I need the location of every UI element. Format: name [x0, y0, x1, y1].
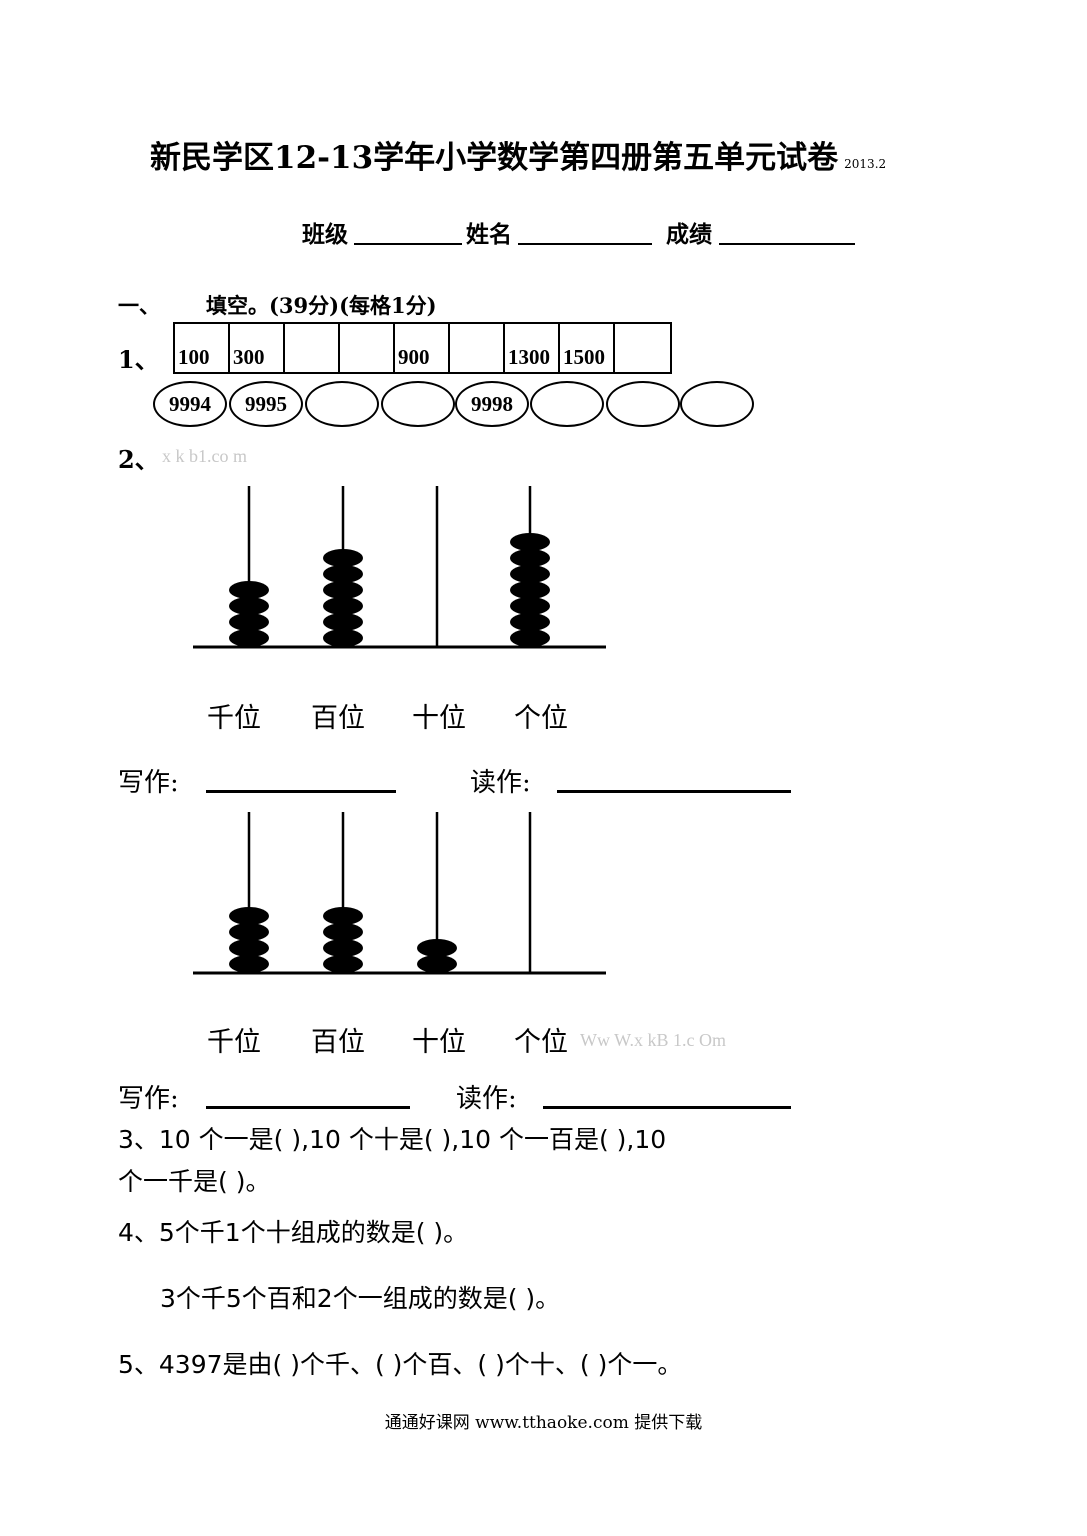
q1-number: 1、: [118, 345, 159, 374]
sequence-oval[interactable]: 9994: [153, 381, 227, 427]
place-hundreds: 百位: [311, 703, 365, 734]
title-date: 2013.2: [844, 157, 887, 171]
abacus-2: [193, 812, 606, 975]
section-number: 一、: [118, 293, 160, 318]
place-hundreds: 百位: [311, 1027, 365, 1058]
sequence-oval[interactable]: [381, 381, 455, 427]
q5-line-1: 5、4397是由( )个千、( )个百、( )个十、( )个一。: [118, 1350, 683, 1379]
abacus-bead: [323, 907, 363, 925]
abacus-bead: [323, 549, 363, 567]
page-footer: 通通好课网 www.tthaoke.com 提供下载: [384, 1413, 703, 1433]
place-tens: 十位: [412, 703, 466, 734]
abacus-bead: [510, 533, 550, 551]
q2-number: 2、: [118, 445, 159, 474]
abacus-1: [193, 486, 606, 649]
section-title: 填空。(39分)(每格1分): [206, 293, 437, 318]
abacus-bead: [510, 581, 550, 599]
abacus-bead: [229, 923, 269, 941]
class-label: 班级: [302, 221, 348, 248]
read-answer-line[interactable]: [557, 790, 791, 793]
place-thousands: 千位: [207, 1027, 261, 1058]
sequence-box[interactable]: [285, 324, 340, 372]
abacus-bead: [229, 907, 269, 925]
abacus-bead: [323, 955, 363, 973]
place-ones: 个位: [514, 1027, 568, 1058]
sequence-box[interactable]: 100: [175, 324, 230, 372]
q4-line-2: 3个千5个百和2个一组成的数是( )。: [160, 1284, 561, 1313]
sequence-oval[interactable]: [305, 381, 379, 427]
sequence-oval[interactable]: 9995: [229, 381, 303, 427]
abacus-bead: [323, 613, 363, 631]
read-label: 读作:: [456, 1084, 517, 1114]
score-label: 成绩: [666, 221, 712, 248]
sequence-box[interactable]: [450, 324, 505, 372]
sequence-oval[interactable]: [530, 381, 604, 427]
sequence-box[interactable]: 900: [395, 324, 450, 372]
abacus-bead: [323, 923, 363, 941]
sequence-box[interactable]: [340, 324, 395, 372]
page-title: 新民学区12-13学年小学数学第四册第五单元试卷 2013.2: [150, 132, 886, 177]
abacus-bead: [510, 597, 550, 615]
place-thousands: 千位: [207, 703, 261, 734]
q3-line-2: 个一千是( )。: [118, 1167, 271, 1196]
abacus-bead: [229, 955, 269, 973]
abacus-bead: [417, 939, 457, 957]
name-label: 姓名: [466, 221, 512, 248]
abacus-bead: [323, 597, 363, 615]
abacus-bead: [323, 629, 363, 647]
sequence-box[interactable]: 300: [230, 324, 285, 372]
number-sequence-boxes: 100 300 900 1300 1500: [173, 322, 672, 374]
abacus-bead: [510, 613, 550, 631]
write-answer-line[interactable]: [206, 790, 396, 793]
q3-line-1: 3、10 个一是( ),10 个十是( ),10 个一百是( ),10: [118, 1125, 667, 1154]
sequence-oval[interactable]: [606, 381, 680, 427]
abacus-bead: [229, 581, 269, 599]
watermark: x k b1.co m: [162, 446, 247, 466]
read-label: 读作:: [470, 768, 531, 798]
write-answer-line[interactable]: [206, 1106, 410, 1109]
abacus-bead: [323, 939, 363, 957]
abacus-bead: [323, 581, 363, 599]
abacus-bead: [229, 597, 269, 615]
abacus-bead: [417, 955, 457, 973]
place-tens: 十位: [412, 1027, 466, 1058]
abacus-bead: [510, 549, 550, 567]
score-field[interactable]: [719, 243, 855, 245]
abacus-bead: [510, 565, 550, 583]
read-answer-line[interactable]: [543, 1106, 791, 1109]
abacus-bead: [510, 629, 550, 647]
write-label: 写作:: [118, 1084, 179, 1114]
abacus-bead: [229, 613, 269, 631]
abacus-bead: [229, 939, 269, 957]
watermark: Ww W.x kB 1.c Om: [580, 1030, 726, 1050]
class-field[interactable]: [354, 243, 462, 245]
name-field[interactable]: [518, 243, 652, 245]
abacus-bead: [323, 565, 363, 583]
sequence-box[interactable]: 1500: [560, 324, 615, 372]
sequence-oval[interactable]: 9998: [455, 381, 529, 427]
title-main: 新民学区12-13学年小学数学第四册第五单元试卷: [150, 140, 839, 176]
abacus-bead: [229, 629, 269, 647]
write-label: 写作:: [118, 768, 179, 798]
q4-line-1: 4、5个千1个十组成的数是( )。: [118, 1218, 469, 1247]
sequence-oval[interactable]: [680, 381, 754, 427]
sequence-box[interactable]: 1300: [505, 324, 560, 372]
place-ones: 个位: [514, 703, 568, 734]
